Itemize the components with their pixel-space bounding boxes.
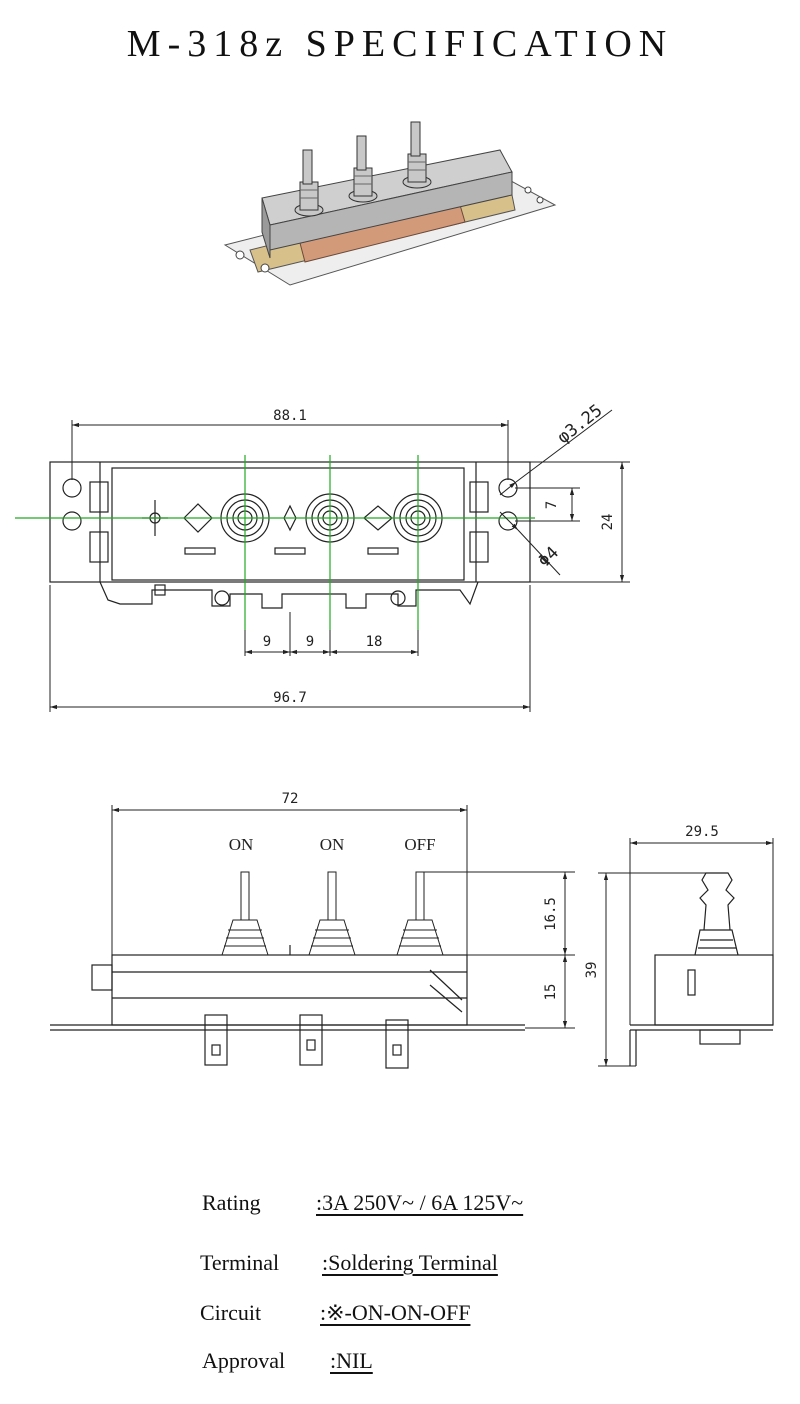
front-view-drawing: [50, 945, 525, 1069]
spec-key: Terminal: [200, 1250, 280, 1275]
dim-pitch-2: 9: [306, 634, 314, 650]
spec-key: Approval: [202, 1348, 286, 1373]
dim-hole-spacing: 7: [544, 501, 560, 509]
dim-total-width: 96.7: [273, 690, 307, 706]
page-title: M-318z SPECIFICATION: [126, 23, 674, 65]
side-view-dimensions: [598, 838, 774, 1067]
dim-lever-height: 16.5: [543, 897, 559, 931]
dim-front-width: 72: [282, 791, 299, 807]
spec-value: :Soldering Terminal: [322, 1250, 498, 1275]
spec-key: Circuit: [200, 1300, 262, 1325]
dim-body-height: 15: [543, 984, 559, 1001]
position-label-1: ON: [229, 835, 254, 854]
spec-key: Rating: [202, 1190, 261, 1215]
dim-slot-diameter: Φ4: [534, 543, 563, 572]
top-view-drawing: [49, 461, 531, 609]
dim-pitch-3: 18: [366, 634, 383, 650]
spec-value: :※-ON-ON-OFF: [320, 1300, 471, 1325]
spec-value: :3A 250V~ / 6A 125V~: [316, 1190, 524, 1215]
front-view-levers: [221, 871, 444, 956]
dim-side-depth: 29.5: [685, 824, 719, 840]
dim-height: 24: [600, 514, 616, 531]
front-view-dimensions: [111, 805, 575, 1029]
dim-total-height: 39: [584, 962, 600, 979]
position-label-3: OFF: [404, 835, 435, 854]
dim-pitch-1: 9: [263, 634, 271, 650]
side-view-drawing: [629, 872, 774, 1066]
top-view-centerlines: [15, 455, 535, 630]
dim-hole-diameter: φ3.25: [554, 401, 607, 448]
top-view-dimensions: [49, 409, 630, 712]
position-label-2: ON: [320, 835, 345, 854]
spec-value: :NIL: [330, 1348, 373, 1373]
product-3d-illustration: [223, 121, 557, 286]
dim-overall-width: 88.1: [273, 408, 307, 424]
